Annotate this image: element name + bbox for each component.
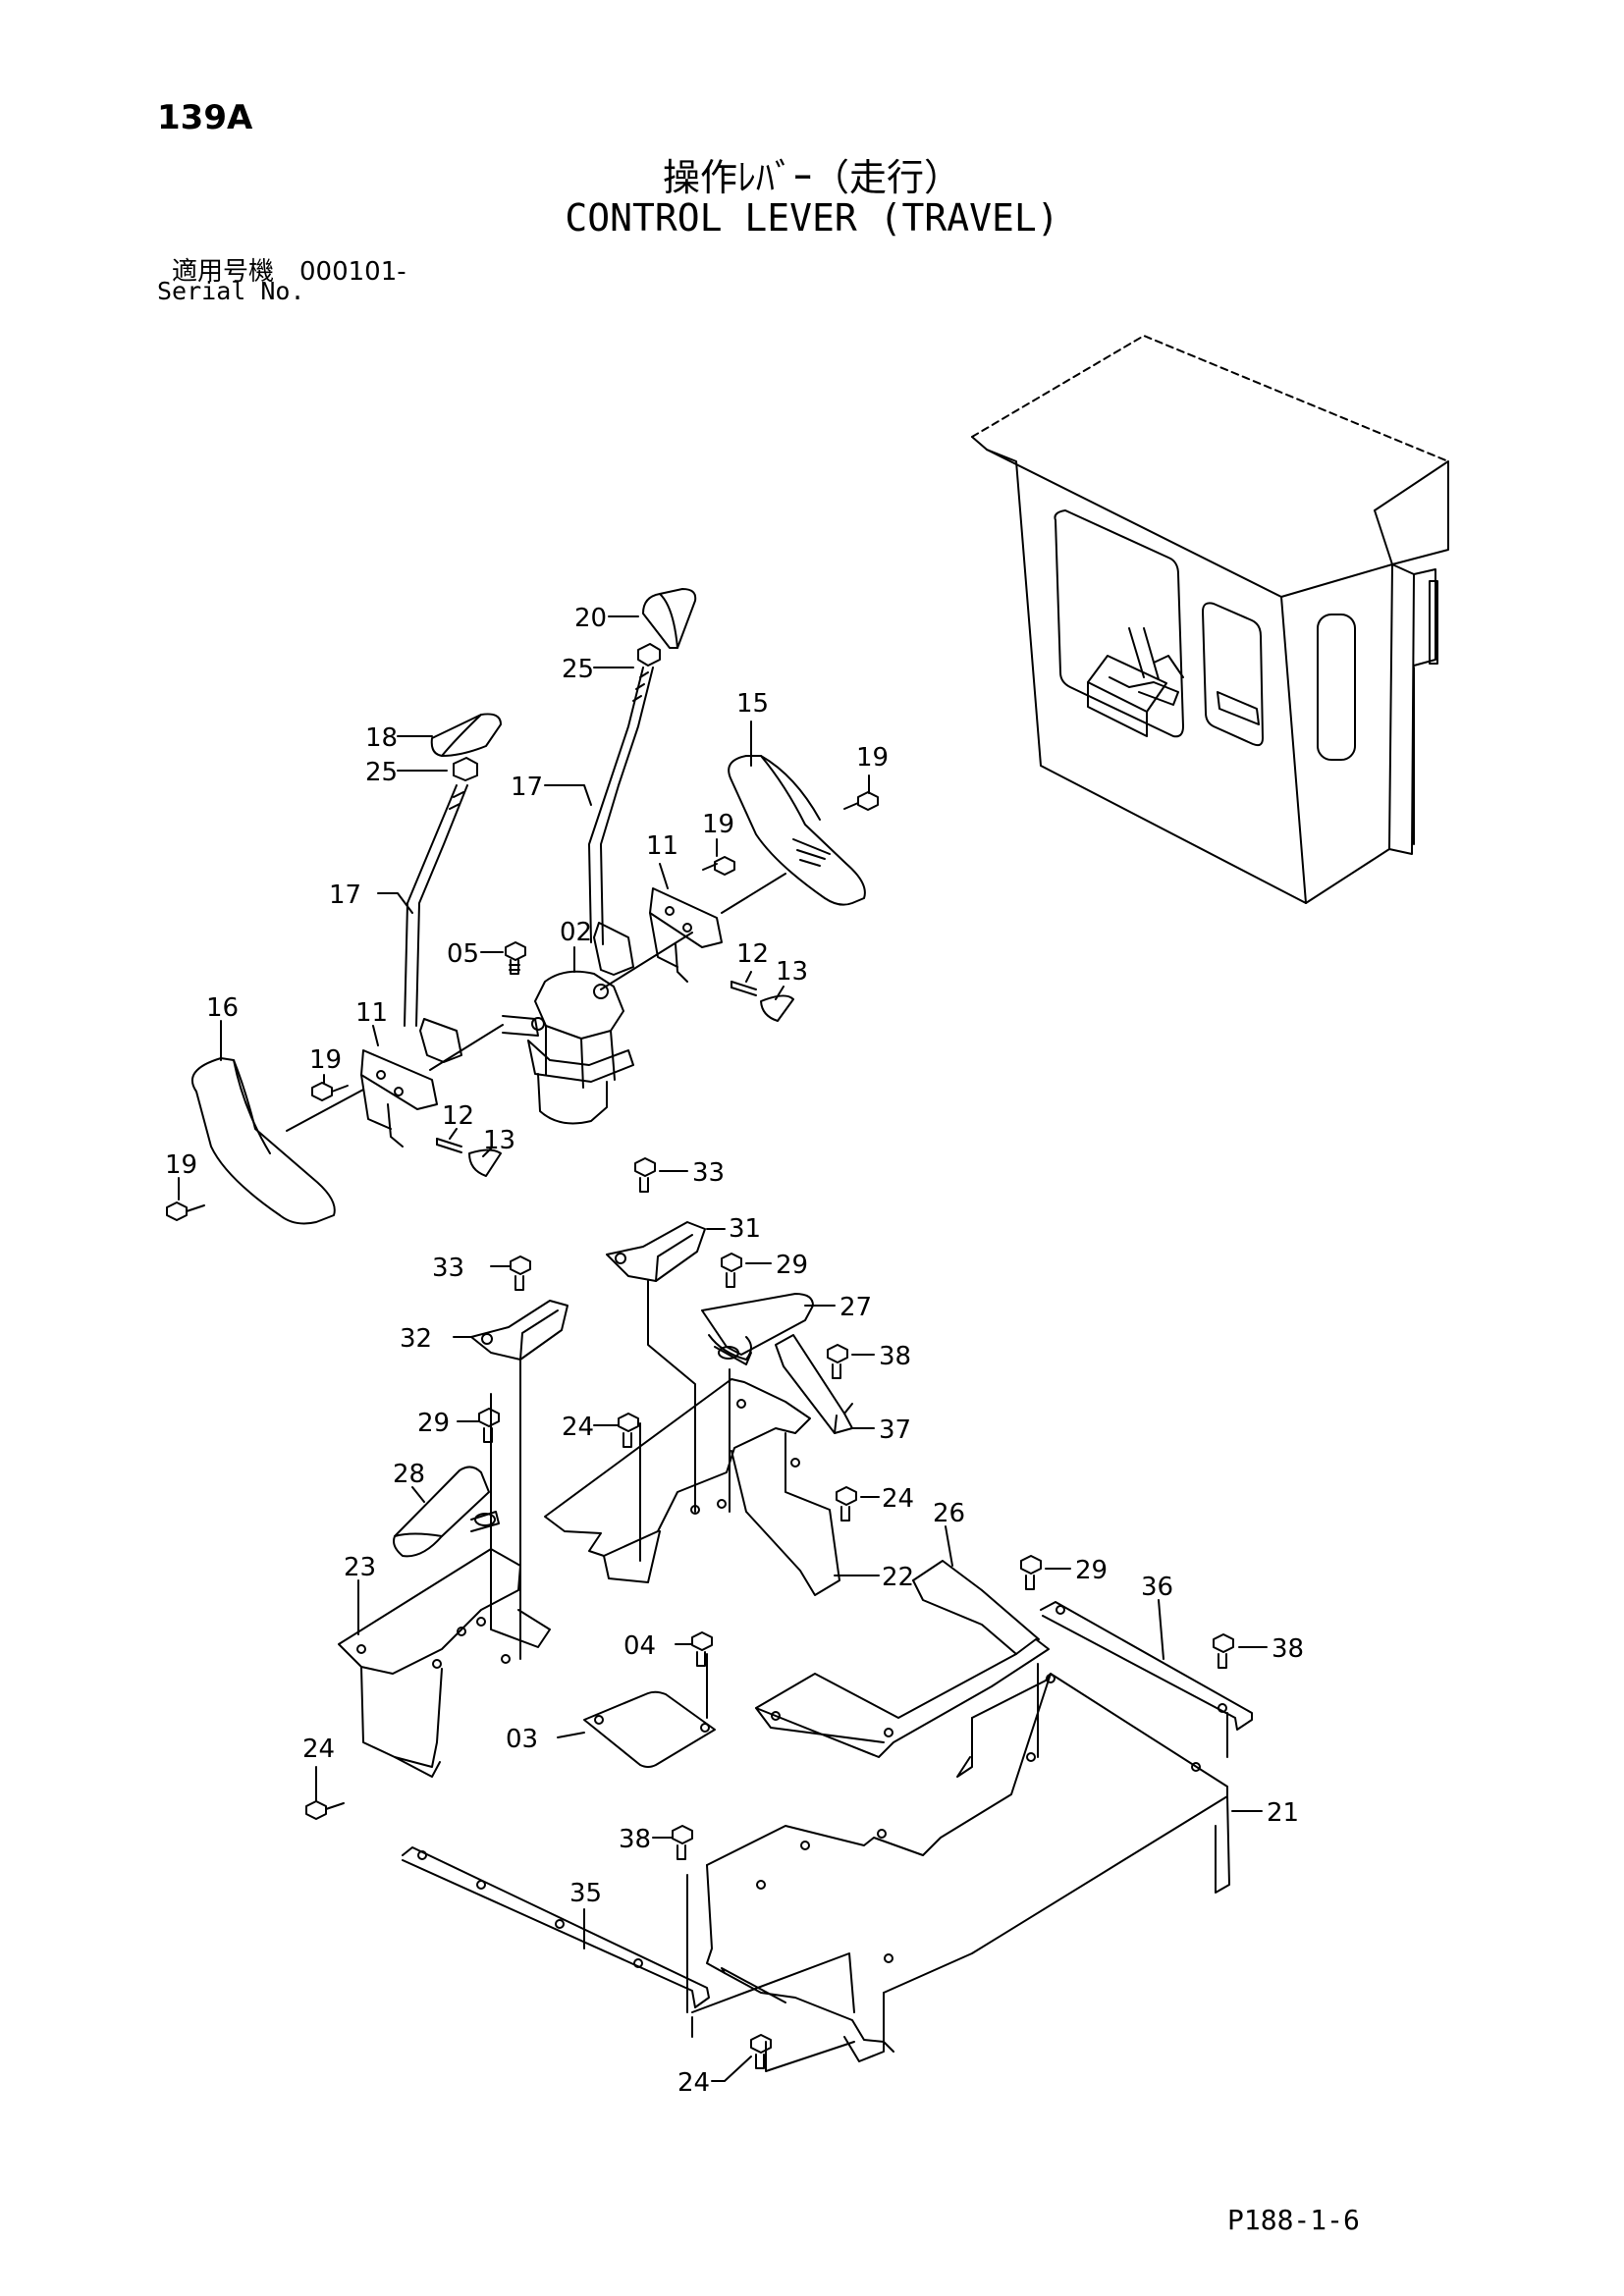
callout-28: 28 [393,1460,425,1489]
callout-23: 23 [344,1553,376,1582]
callout-38: 38 [1272,1634,1304,1664]
callout-37: 37 [879,1415,911,1445]
serial-label-japanese: 適用号機 000101- [172,257,406,287]
page-number: 139A [157,98,253,137]
page-reference: P188-1-6 [1227,2204,1360,2236]
bracket-23 [338,1548,551,1778]
upper-bracket-22 [544,1378,840,1596]
callout-32: 32 [400,1324,432,1354]
callout-17: 17 [329,881,361,910]
callout-19: 19 [165,1150,197,1180]
callout-31: 31 [729,1214,761,1244]
callout-36: 36 [1141,1573,1173,1602]
callout-02: 02 [560,918,592,947]
callout-25: 25 [562,655,594,684]
title-english: CONTROL LEVER (TRAVEL) [565,196,1059,240]
rail-36 [1040,1601,1253,1731]
callout-18: 18 [365,723,398,753]
hex-bolt-icon [166,791,1234,2069]
callout-17: 17 [511,773,543,802]
callout-20: 20 [574,604,607,633]
callout-11: 11 [646,831,678,861]
rail-35 [402,1846,710,2008]
callout-29: 29 [1075,1556,1108,1585]
callout-21: 21 [1267,1798,1299,1828]
callout-26: 26 [933,1499,965,1528]
lever-assembly-right [588,588,866,1022]
callout-24: 24 [677,2068,710,2098]
bracket-26 [755,1560,1050,1758]
callout-labels: 20 25 18 25 17 17 15 19 19 11 05 02 12 1… [165,604,1304,2098]
callout-04: 04 [623,1631,656,1661]
cover-plate-03 [583,1690,716,1768]
callout-19: 19 [702,810,734,839]
callout-25: 25 [365,758,398,787]
bracket-31 [606,1221,706,1282]
callout-35: 35 [569,1879,602,1908]
callout-24: 24 [302,1735,335,1764]
pilot-valve-02 [502,970,634,1125]
callout-13: 13 [483,1126,515,1155]
lever-28 [393,1466,500,1558]
lever-assembly-left [190,713,504,1225]
callout-29: 29 [417,1409,450,1438]
callout-11: 11 [355,998,388,1028]
callout-33: 33 [692,1158,725,1188]
callout-16: 16 [206,993,239,1023]
callout-33: 33 [432,1254,464,1283]
lever-27 [701,1293,814,1365]
callout-38: 38 [879,1342,911,1371]
callout-12: 12 [442,1101,474,1131]
callout-19: 19 [856,743,889,773]
title-japanese: 操作ﾚﾊﾞｰ（走行） [662,156,961,199]
bracket-37 [775,1334,853,1434]
callout-13: 13 [776,957,808,987]
main-frame-21 [706,1673,1230,2062]
callout-19: 19 [309,1045,342,1075]
callout-24: 24 [562,1413,594,1442]
callout-24: 24 [882,1484,914,1514]
callout-38: 38 [619,1825,651,1854]
leader-lines [178,615,1268,2082]
callout-29: 29 [776,1251,808,1280]
bracket-32 [470,1300,568,1361]
callout-05: 05 [447,939,479,969]
serial-label-english: Serial No. [157,277,305,305]
callout-15: 15 [736,689,769,719]
callout-12: 12 [736,939,769,969]
cab-reference-view [971,335,1449,904]
callout-03: 03 [506,1725,538,1754]
callout-22: 22 [882,1563,914,1592]
callout-27: 27 [839,1293,872,1322]
reference-lines [490,1280,1228,2072]
